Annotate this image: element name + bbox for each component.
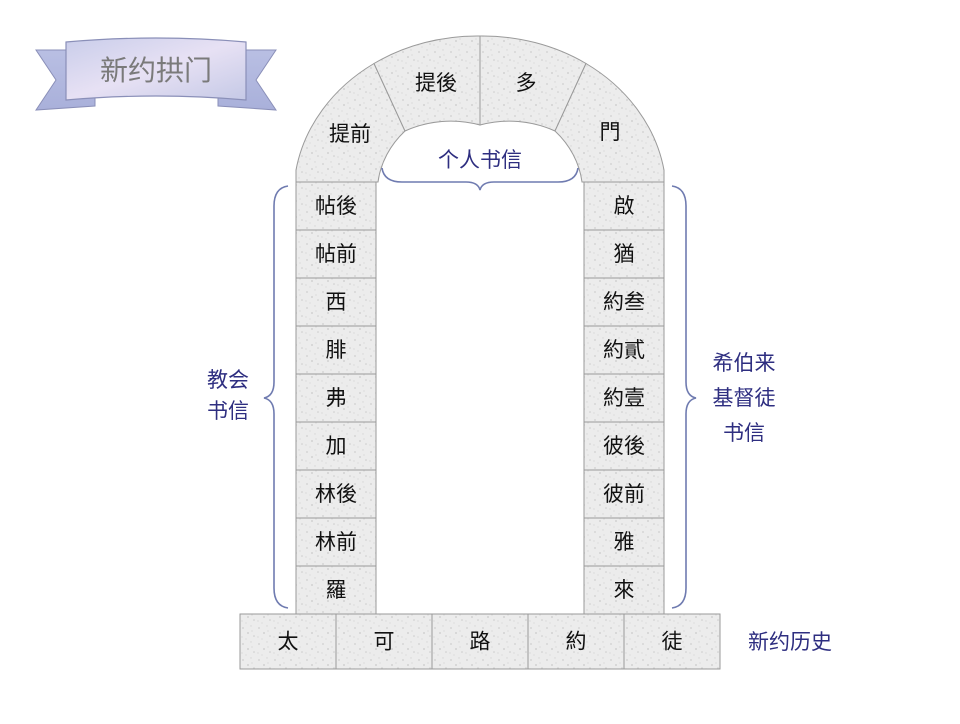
book-label: 西 xyxy=(326,290,347,314)
arch-label: 提前 xyxy=(329,122,371,146)
arch-stone xyxy=(295,62,406,183)
book-label: 約叁 xyxy=(603,290,645,314)
book-label: 約 xyxy=(566,630,587,654)
stone-block xyxy=(583,325,665,375)
book-label: 徒 xyxy=(662,630,683,654)
book-label: 太 xyxy=(278,630,299,654)
church-letters-label-line2: 书信 xyxy=(207,399,249,423)
hebrew-letters-label-line1: 希伯来 xyxy=(713,351,776,375)
book-label: 雅 xyxy=(614,530,635,554)
stone-block xyxy=(295,469,377,519)
personal-letters-label: 个人书信 xyxy=(438,148,522,172)
arch-label: 多 xyxy=(516,71,537,95)
stone-block xyxy=(583,421,665,471)
hebrew-letters-label-line2: 基督徒 xyxy=(713,386,776,410)
stone-block xyxy=(583,373,665,423)
stone-block xyxy=(335,613,433,670)
book-label: 啟 xyxy=(614,194,635,218)
book-label: 約壹 xyxy=(603,386,645,410)
stone-block xyxy=(295,277,377,327)
stone-block xyxy=(295,565,377,615)
stone-block xyxy=(623,613,721,670)
book-label: 彼後 xyxy=(603,434,645,458)
stone-block xyxy=(583,565,665,615)
hebrew-letters-label-line3: 书信 xyxy=(723,421,765,445)
banner-title: 新约拱门 xyxy=(100,54,212,87)
book-label: 加 xyxy=(326,434,347,458)
book-label: 弗 xyxy=(326,386,347,410)
stone-block xyxy=(295,421,377,471)
church-letters-label-line1: 教会 xyxy=(207,368,249,392)
base-row: 太可路約徒 xyxy=(239,613,721,670)
church-letters-brace xyxy=(263,185,289,609)
stone-block xyxy=(583,517,665,567)
arch-top: 提前 提後 多 門 xyxy=(295,35,665,183)
hebrew-letters-brace xyxy=(671,185,697,609)
stone-block xyxy=(295,229,377,279)
book-label: 林後 xyxy=(315,482,357,506)
arch-label: 門 xyxy=(600,120,621,144)
book-label: 路 xyxy=(470,630,491,654)
arch-stone xyxy=(554,62,665,183)
book-label: 可 xyxy=(374,630,395,654)
stone-block xyxy=(431,613,529,670)
book-label: 約貳 xyxy=(603,338,645,362)
title-banner: 新约拱门 xyxy=(35,37,277,111)
stone-block xyxy=(239,613,337,670)
personal-letters-brace xyxy=(381,167,579,191)
book-label: 猶 xyxy=(614,242,635,266)
book-label: 林前 xyxy=(315,530,357,554)
book-label: 腓 xyxy=(326,338,347,362)
stone-block xyxy=(295,373,377,423)
history-label: 新约历史 xyxy=(748,630,832,654)
book-label: 羅 xyxy=(326,578,347,602)
book-label: 帖後 xyxy=(315,194,357,218)
stone-block xyxy=(583,229,665,279)
stone-block xyxy=(583,277,665,327)
book-label: 帖前 xyxy=(315,242,357,266)
stone-block xyxy=(295,181,377,231)
arch-label: 提後 xyxy=(415,71,457,95)
book-label: 彼前 xyxy=(603,482,645,506)
stone-block xyxy=(527,613,625,670)
book-label: 來 xyxy=(614,578,635,602)
stone-block xyxy=(295,325,377,375)
stone-block xyxy=(583,181,665,231)
